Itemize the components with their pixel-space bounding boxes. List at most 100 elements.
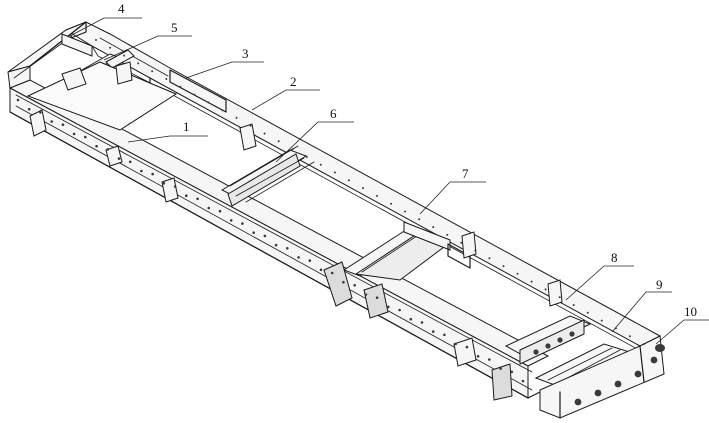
rivet-hole [229,219,233,222]
rivet-hole [140,169,143,173]
rivet-hole [95,39,97,41]
rivet-hole [364,293,368,296]
rivet-hole [193,93,196,96]
callout-6: 6 [330,106,337,121]
rivet-hole [72,132,76,136]
callout-4: 4 [118,1,125,16]
callout-labels: 1 2 3 4 5 6 7 8 9 10 [118,1,697,319]
leader-lines [69,17,709,345]
rivet-hole [207,101,210,104]
rivet-hole [277,140,280,143]
rivet-hole [249,124,252,127]
rivet-hole [454,342,458,346]
mounting-brackets [29,61,563,401]
rivet-hole [308,259,312,262]
rivet-hole [252,231,255,234]
rivet-hole [305,155,308,158]
callout-5: 5 [171,20,178,35]
rivet-hole [409,317,413,321]
rivet-hole [465,345,469,349]
callout-2: 2 [290,74,297,89]
rivet-hole [123,54,126,57]
rivet-hole [510,370,514,374]
rivet-hole [586,311,589,314]
callout-8: 8 [611,250,618,265]
middle-crossmember [220,145,315,207]
center-crossmember [342,221,471,281]
rivet-hole [151,172,154,176]
rivet-hole [420,321,424,324]
rivet-hole [16,98,20,102]
rivet-hole [50,120,53,123]
rivet-hole [431,330,435,333]
rivet-hole [207,206,211,210]
rivet-hole [387,305,390,309]
rivet-hole [286,247,289,250]
rivet-hole [330,271,334,275]
rivet-hole [572,304,575,306]
rivet-hole [221,109,224,112]
rivet-hole [291,148,294,151]
rivet-hole [643,343,645,345]
rivet-hole [173,185,177,188]
rivet-hole [499,367,502,370]
rivet-hole [460,241,463,244]
rivet-hole [443,333,446,337]
rivet-hole [165,78,168,80]
rivet-hole [151,70,154,73]
rivet-hole [628,335,631,338]
rear-end-crossmember [539,335,665,419]
rivet-hole [117,157,121,160]
rivet-hole [319,163,322,166]
rivet-hole [362,187,364,190]
callout-1: 1 [183,119,190,134]
rivet-hole [196,197,199,201]
rivet-hole [502,265,505,268]
callout-10: 10 [684,304,697,319]
rivet-hole [263,132,266,135]
rivet-hole [516,272,519,275]
rivet-hole [474,249,477,252]
rivet-hole [185,194,188,197]
rivet-hole [274,243,278,247]
rivet-hole [488,257,491,260]
rivet-hole [418,218,421,221]
rivet-hole [162,182,166,185]
rivet-hole [95,144,98,148]
front-side-rail [8,79,550,399]
rivet-hole [347,179,350,182]
rivet-hole [390,202,393,205]
rivet-hole [39,111,42,114]
rivet-hole [600,319,603,322]
rivet-hole [375,296,379,300]
callout-9: 9 [656,277,663,292]
rivet-hole [446,233,449,236]
rivet-hole [530,280,533,283]
rivet-hole [333,171,336,174]
rivet-hole [84,135,87,139]
rivet-hole [27,107,31,111]
rivet-hole [61,123,65,126]
rivet-hole [128,160,132,164]
rivet-hole [488,358,491,361]
rivet-hole [558,296,561,299]
rivet-hole [342,280,345,284]
rivet-hole [235,116,238,119]
rivet-hole [319,268,323,272]
rivet-hole [297,256,300,259]
rivet-hole [353,284,357,287]
rivet-hole [544,288,547,291]
rivet-hole [179,85,182,88]
front-end-crossmember [7,21,93,89]
rivet-hole [137,62,140,65]
callout-3: 3 [242,46,249,61]
rail-holes [16,39,645,383]
rivet-hole [398,308,401,312]
rear-crossmember [504,315,592,365]
rivet-hole [404,210,407,213]
rivet-hole [106,148,110,151]
rivet-hole [521,379,525,383]
rivet-hole [376,194,378,197]
